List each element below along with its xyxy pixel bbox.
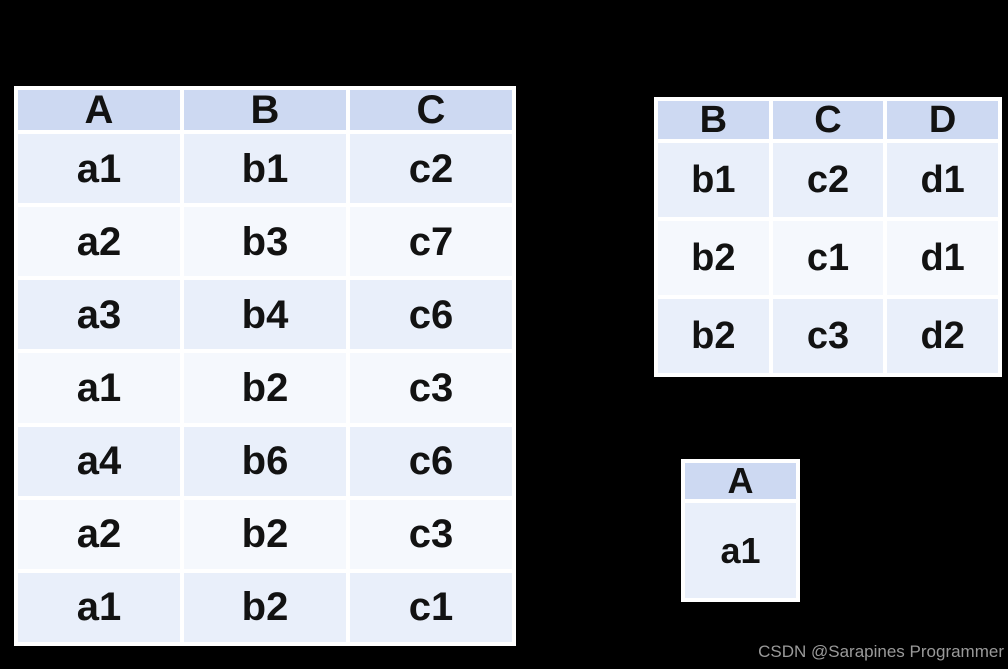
table-row: b2 c3 d2 [658, 299, 998, 373]
table-cell: a4 [18, 426, 180, 496]
table-cell: d1 [887, 143, 998, 217]
table-row: a1 b1 c2 [18, 134, 512, 204]
table-cell: b2 [184, 499, 346, 569]
table-abc: A B C a1 b1 c2 a2 b3 c7 a3 b4 c6 a1 b2 c… [14, 86, 516, 646]
column-header-c: C [772, 101, 884, 139]
table-row: a1 b2 c3 [18, 353, 512, 423]
table-row: a1 b2 c1 [18, 572, 512, 642]
table-row: a1 [685, 503, 796, 598]
header-row: A [685, 463, 796, 499]
table-cell: a1 [685, 503, 796, 598]
table-cell: c6 [350, 280, 512, 350]
column-header-b: B [658, 101, 769, 139]
column-header-c: C [350, 90, 512, 130]
table-row: a3 b4 c6 [18, 280, 512, 350]
table-cell: b1 [658, 143, 769, 217]
table-cell: d2 [887, 299, 998, 373]
column-header-b: B [184, 90, 346, 130]
table-row: b2 c1 d1 [658, 221, 998, 295]
table-cell: b2 [184, 572, 346, 642]
column-header-d: D [887, 101, 998, 139]
table-bcd: B C D b1 c2 d1 b2 c1 d1 b2 c3 d2 [654, 97, 1002, 377]
table-cell: c1 [350, 572, 512, 642]
table-cell: b2 [658, 299, 769, 373]
table-cell: c6 [350, 426, 512, 496]
table-row: a2 b3 c7 [18, 207, 512, 277]
table-cell: c1 [772, 221, 884, 295]
table-cell: c2 [350, 134, 512, 204]
table-cell: c3 [772, 299, 884, 373]
table-row: b1 c2 d1 [658, 143, 998, 217]
table-cell: a2 [18, 499, 180, 569]
table-cell: d1 [887, 221, 998, 295]
table-cell: b1 [184, 134, 346, 204]
header-row: B C D [658, 101, 998, 139]
table-cell: b4 [184, 280, 346, 350]
table-cell: c7 [350, 207, 512, 277]
table-cell: c3 [350, 499, 512, 569]
table-row: a2 b2 c3 [18, 499, 512, 569]
column-header-a: A [18, 90, 180, 130]
column-header-a: A [685, 463, 796, 499]
table-row: a4 b6 c6 [18, 426, 512, 496]
watermark-text: CSDN @Sarapines Programmer [758, 642, 1004, 661]
header-row: A B C [18, 90, 512, 130]
table-cell: a1 [18, 572, 180, 642]
table-cell: b3 [184, 207, 346, 277]
table-cell: a1 [18, 134, 180, 204]
table-result-a: A a1 [681, 459, 800, 602]
table-cell: c2 [772, 143, 884, 217]
table-cell: b2 [184, 353, 346, 423]
table-cell: c3 [350, 353, 512, 423]
table-cell: a3 [18, 280, 180, 350]
table-cell: b2 [658, 221, 769, 295]
table-cell: a2 [18, 207, 180, 277]
table-cell: b6 [184, 426, 346, 496]
table-cell: a1 [18, 353, 180, 423]
